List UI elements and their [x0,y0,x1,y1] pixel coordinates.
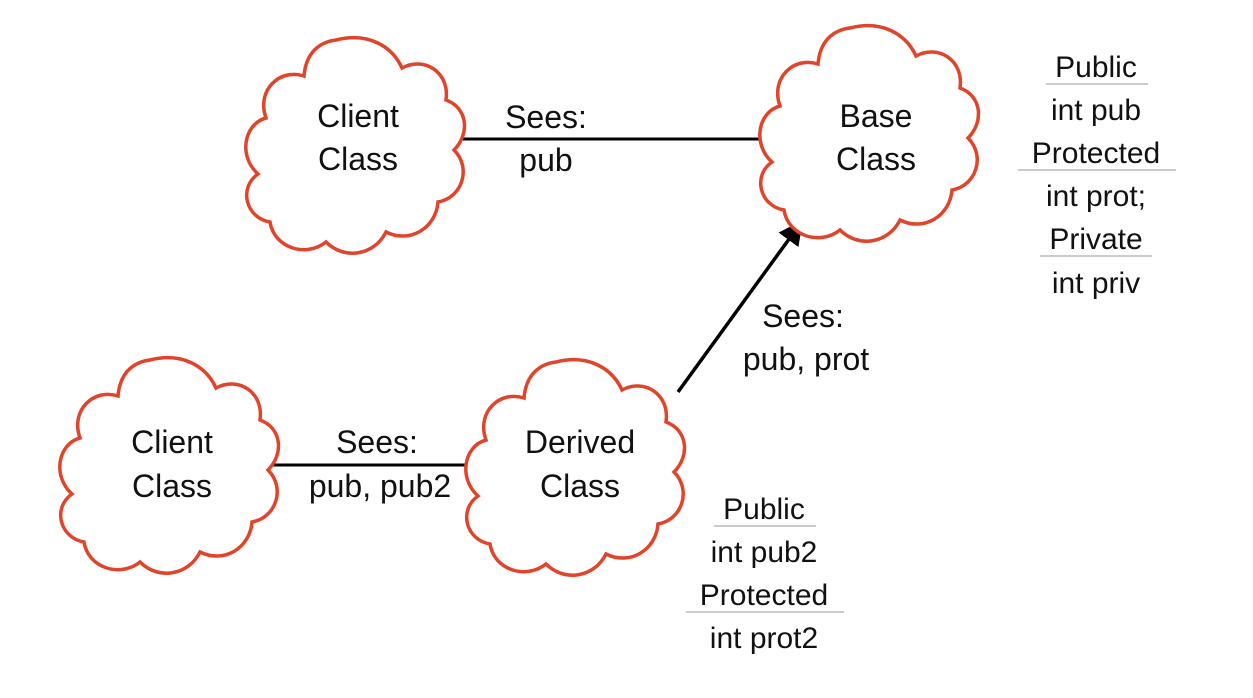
edge-derived-to-base-arrow [676,220,803,394]
edge-bottom-sees-label: Sees: [336,424,418,460]
base-public-member: int pub [1051,94,1141,127]
client-class-top-label-line2: Class [318,141,398,177]
base-private-member: int priv [1052,267,1140,300]
client-class-bottom-cloud [58,355,281,575]
base-protected-header: Protected [1032,137,1160,170]
edge-bottom-sees-members: pub, pub2 [309,468,451,504]
base-class-label-line2: Class [836,141,916,177]
edge-derived-sees-members: pub, prot [743,341,869,377]
edge-top-sees-label: Sees: [505,99,587,135]
base-class-members: Public int pub Protected int prot; Priva… [1018,51,1176,300]
client-class-bottom-label-line1: Client [131,424,213,460]
derived-class-label-line2: Class [540,468,620,504]
derived-protected-header: Protected [700,579,828,612]
edge-derived-sees-label: Sees: [762,298,844,334]
derived-public-member: int pub2 [711,536,818,569]
edge-top-sees-members: pub [519,142,572,178]
base-protected-member: int prot; [1046,180,1146,213]
derived-public-header: Public [723,493,805,526]
base-public-header: Public [1055,51,1137,84]
derived-class-members: Public int pub2 Protected int prot2 [686,493,844,655]
derived-protected-member: int prot2 [710,622,818,655]
derived-class-label-line1: Derived [525,424,635,460]
base-class-label-line1: Base [840,98,913,134]
client-class-bottom-label-line2: Class [132,468,212,504]
client-class-top-label-line1: Client [317,98,399,134]
base-private-header: Private [1049,223,1142,256]
